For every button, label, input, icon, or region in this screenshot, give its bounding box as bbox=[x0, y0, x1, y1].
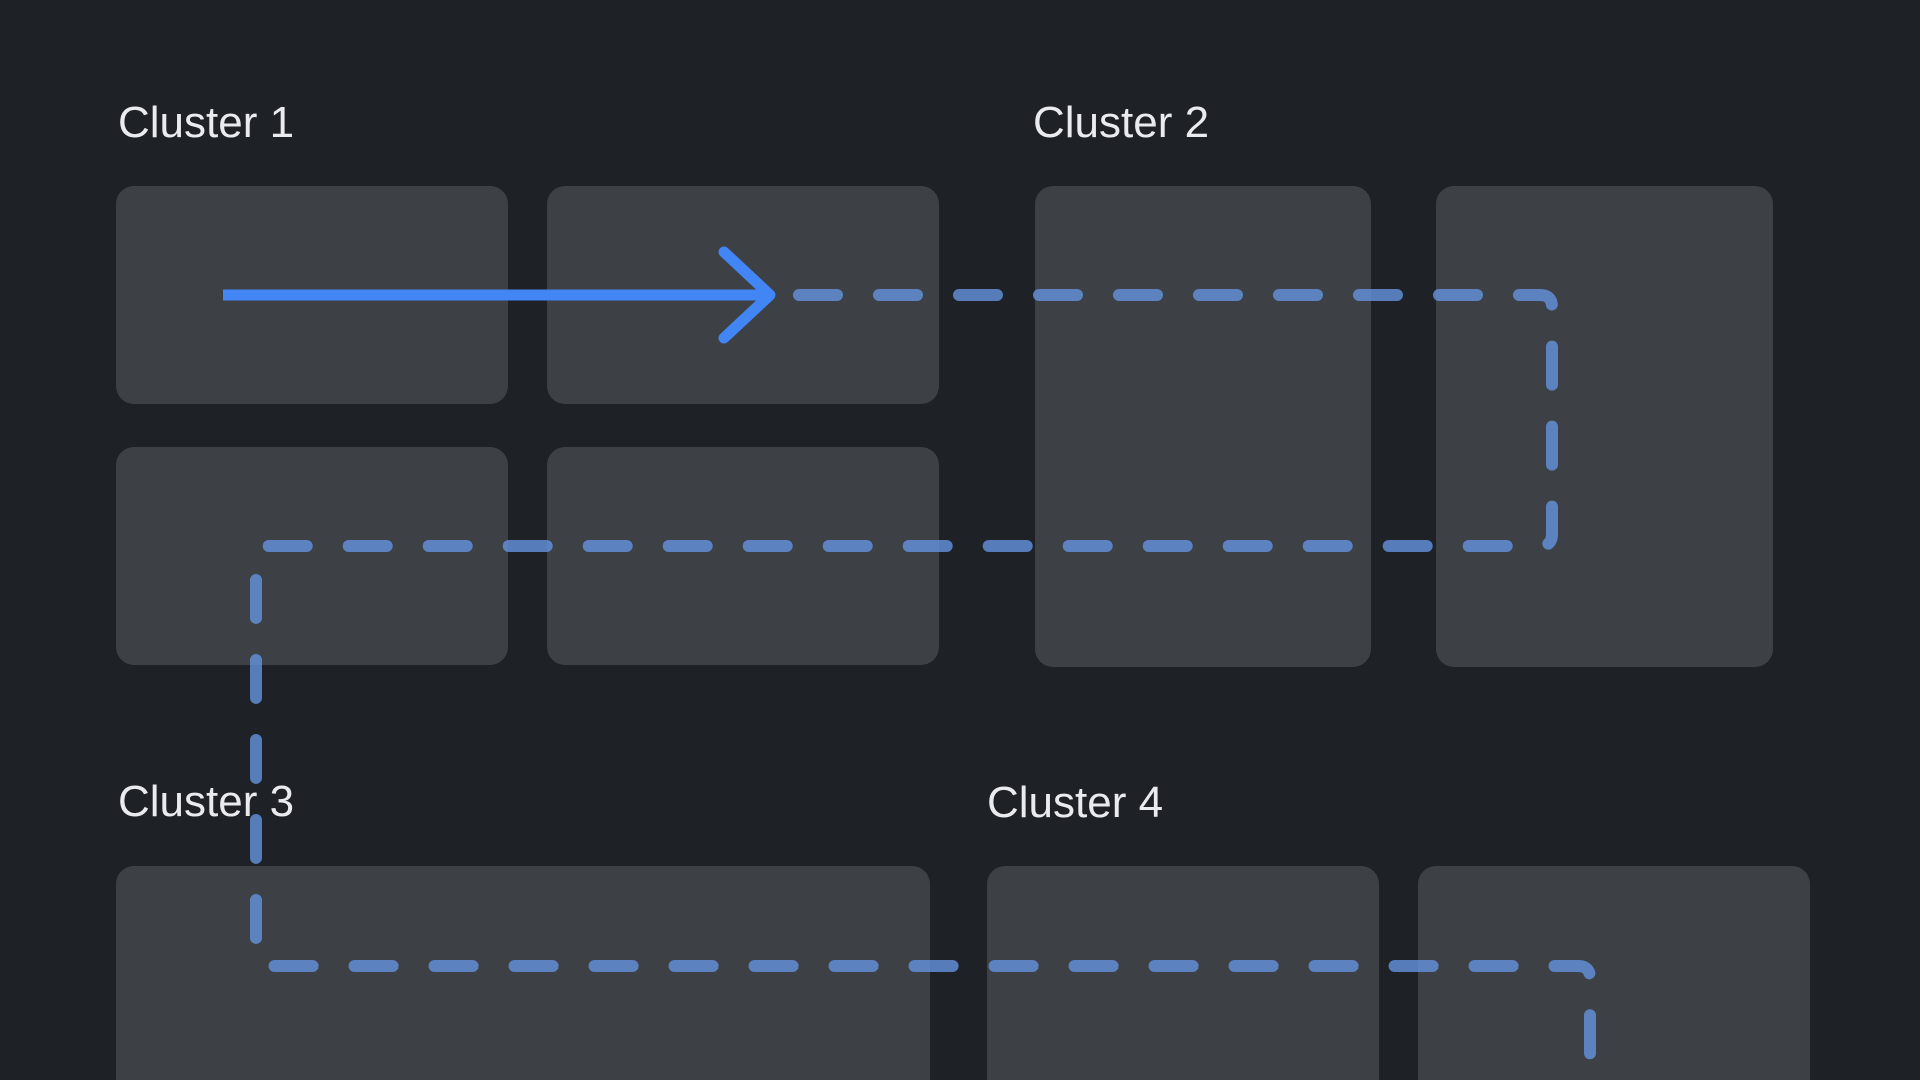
cluster-4-label: Cluster 4 bbox=[987, 778, 1164, 827]
cluster-node bbox=[547, 186, 939, 404]
cluster-3-label: Cluster 3 bbox=[118, 777, 295, 826]
cluster-node bbox=[1436, 186, 1773, 667]
cluster-1-label: Cluster 1 bbox=[118, 98, 295, 147]
cluster-node bbox=[116, 447, 508, 665]
cluster-node bbox=[116, 866, 930, 1080]
cluster-node bbox=[1418, 866, 1810, 1080]
cluster-2-label: Cluster 2 bbox=[1033, 98, 1210, 147]
cluster-node bbox=[987, 866, 1379, 1080]
cluster-node bbox=[547, 447, 939, 665]
cluster-node bbox=[116, 186, 508, 404]
cluster-node bbox=[1035, 186, 1371, 667]
